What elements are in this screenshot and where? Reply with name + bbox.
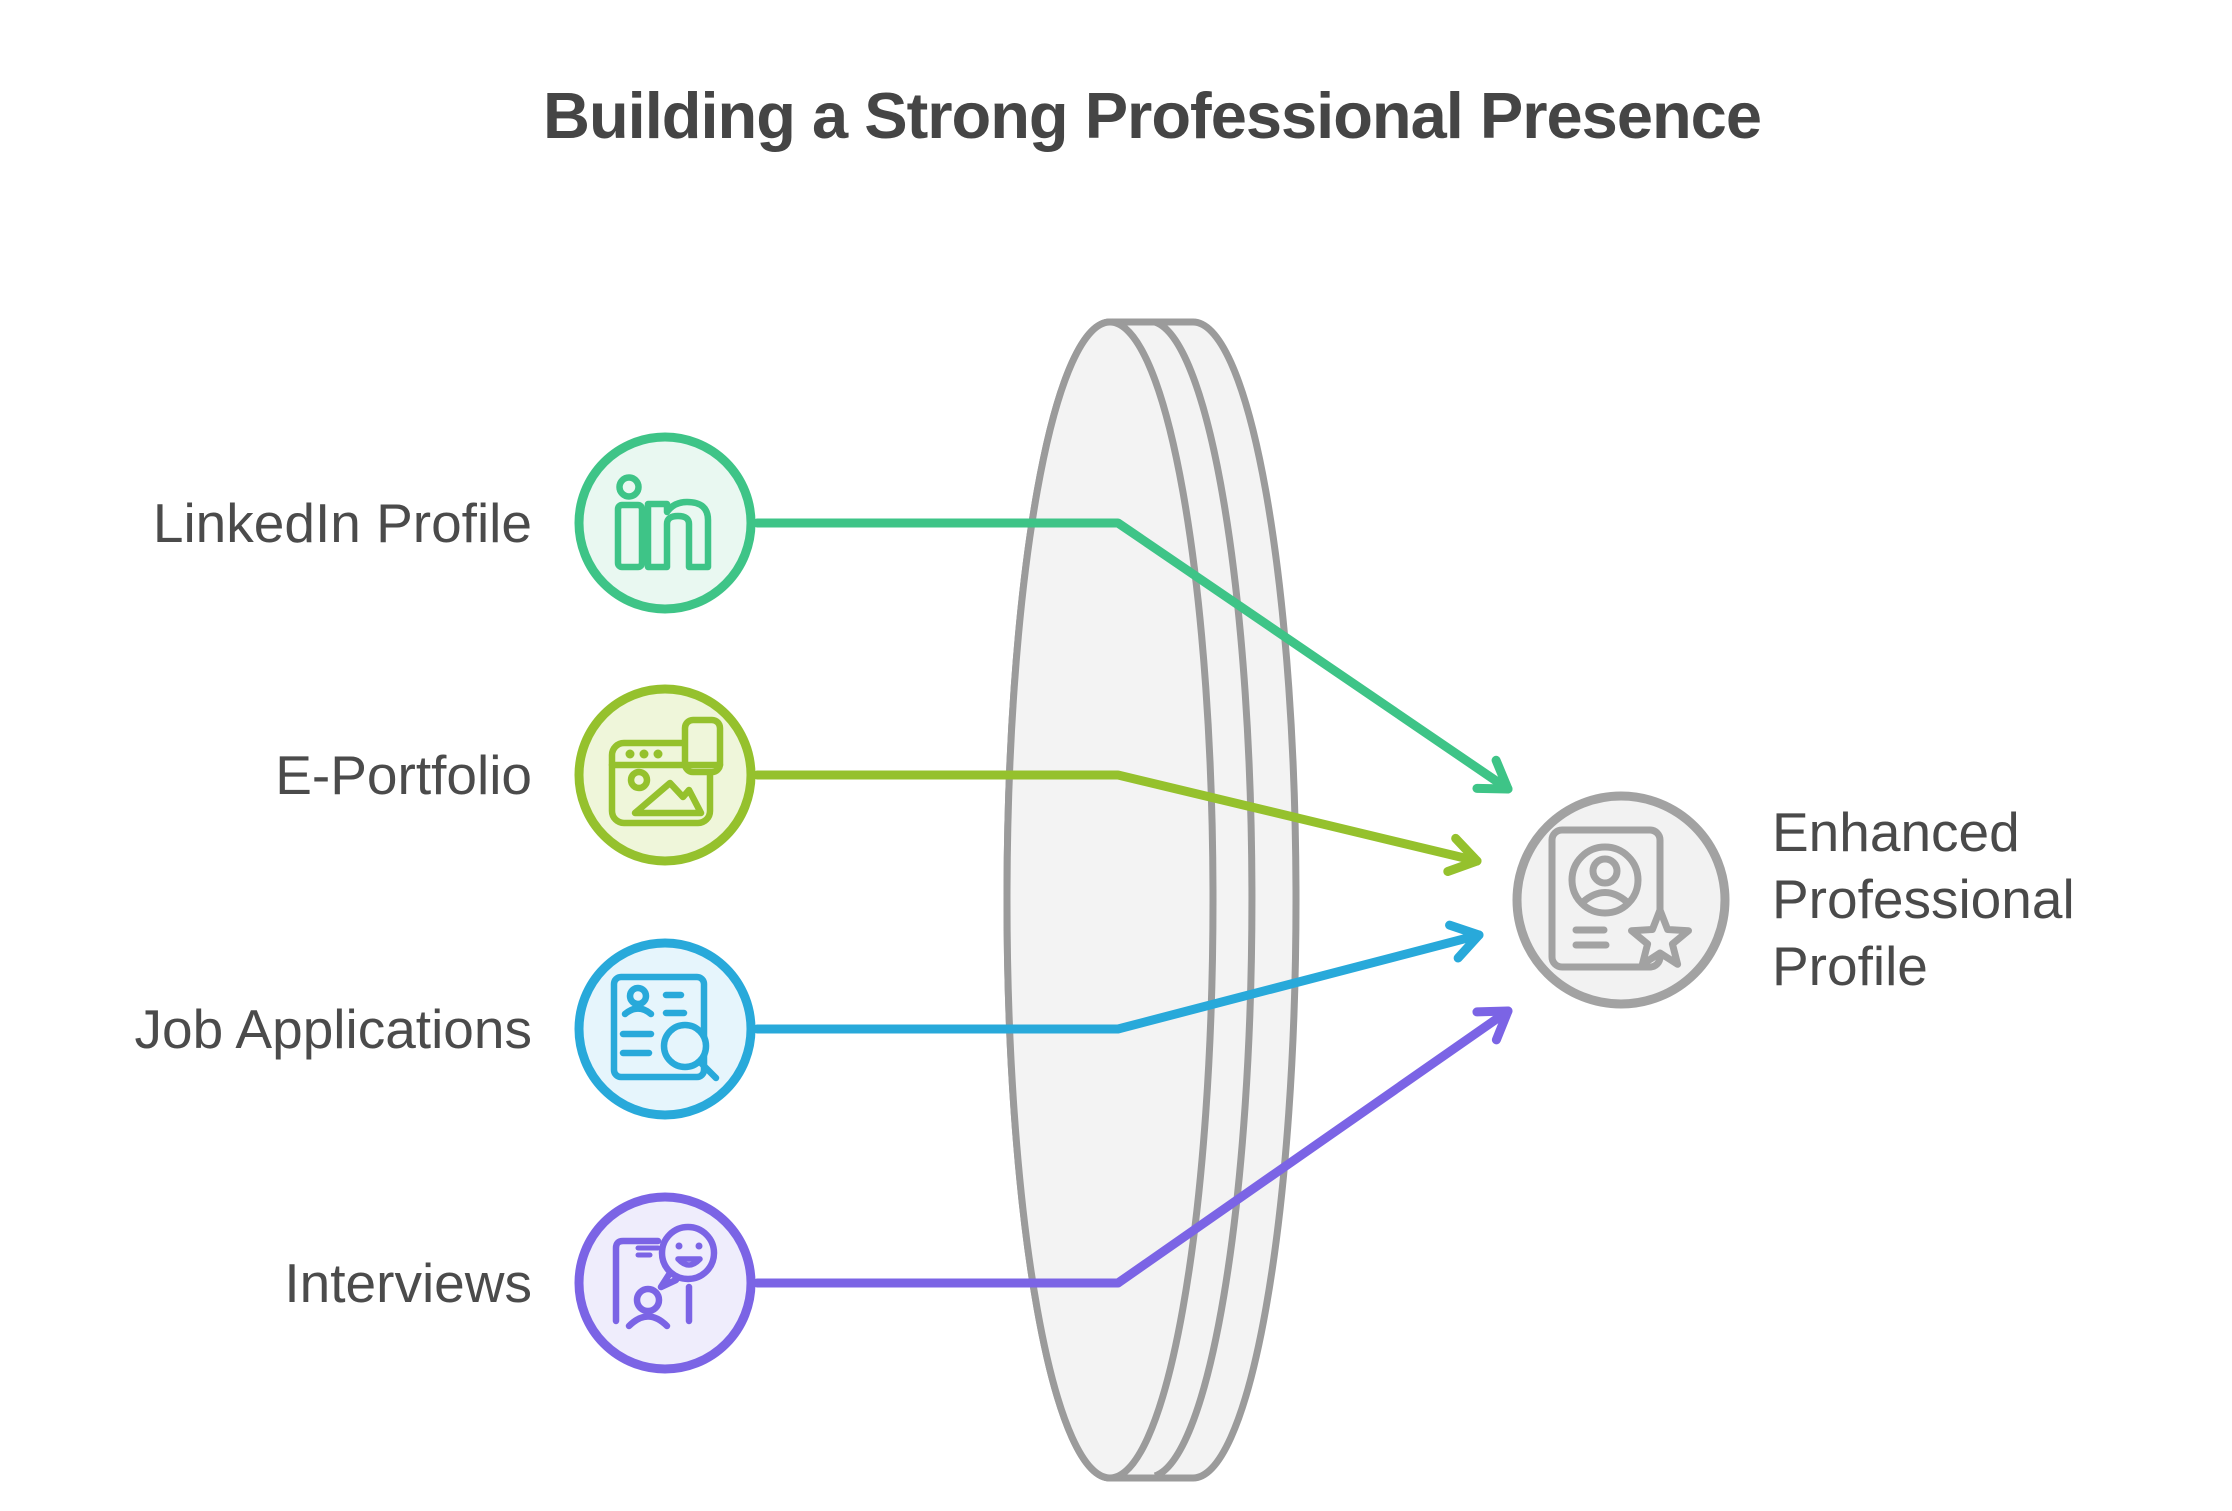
profile-star-icon [1548,826,1692,971]
interview-icon [612,1223,718,1330]
resume-search-icon [610,973,720,1082]
portfolio-circle [574,684,756,866]
star-icon [1628,906,1692,968]
connector-linkedin [752,518,1513,794]
connector-applications [752,920,1484,1034]
lens-front-face [1003,318,1217,1482]
lens-inner-rim [1153,318,1256,1480]
label-linkedin-profile: LinkedIn Profile [152,492,532,554]
label-e-portfolio: E-Portfolio [275,744,532,806]
connector-portfolio [752,770,1482,876]
lens-shape [1003,318,1300,1482]
page-title: Building a Strong Professional Presence [543,79,1762,152]
label-job-applications: Job Applications [134,998,533,1060]
applications-circle [574,938,756,1120]
label-interviews: Interviews [284,1252,532,1314]
connector-interviews [752,1006,1513,1288]
label-enhanced-professional-profile: Enhanced Professional Profile [1772,801,2075,997]
linkedin-icon [614,474,712,571]
portfolio-icon [608,716,724,827]
